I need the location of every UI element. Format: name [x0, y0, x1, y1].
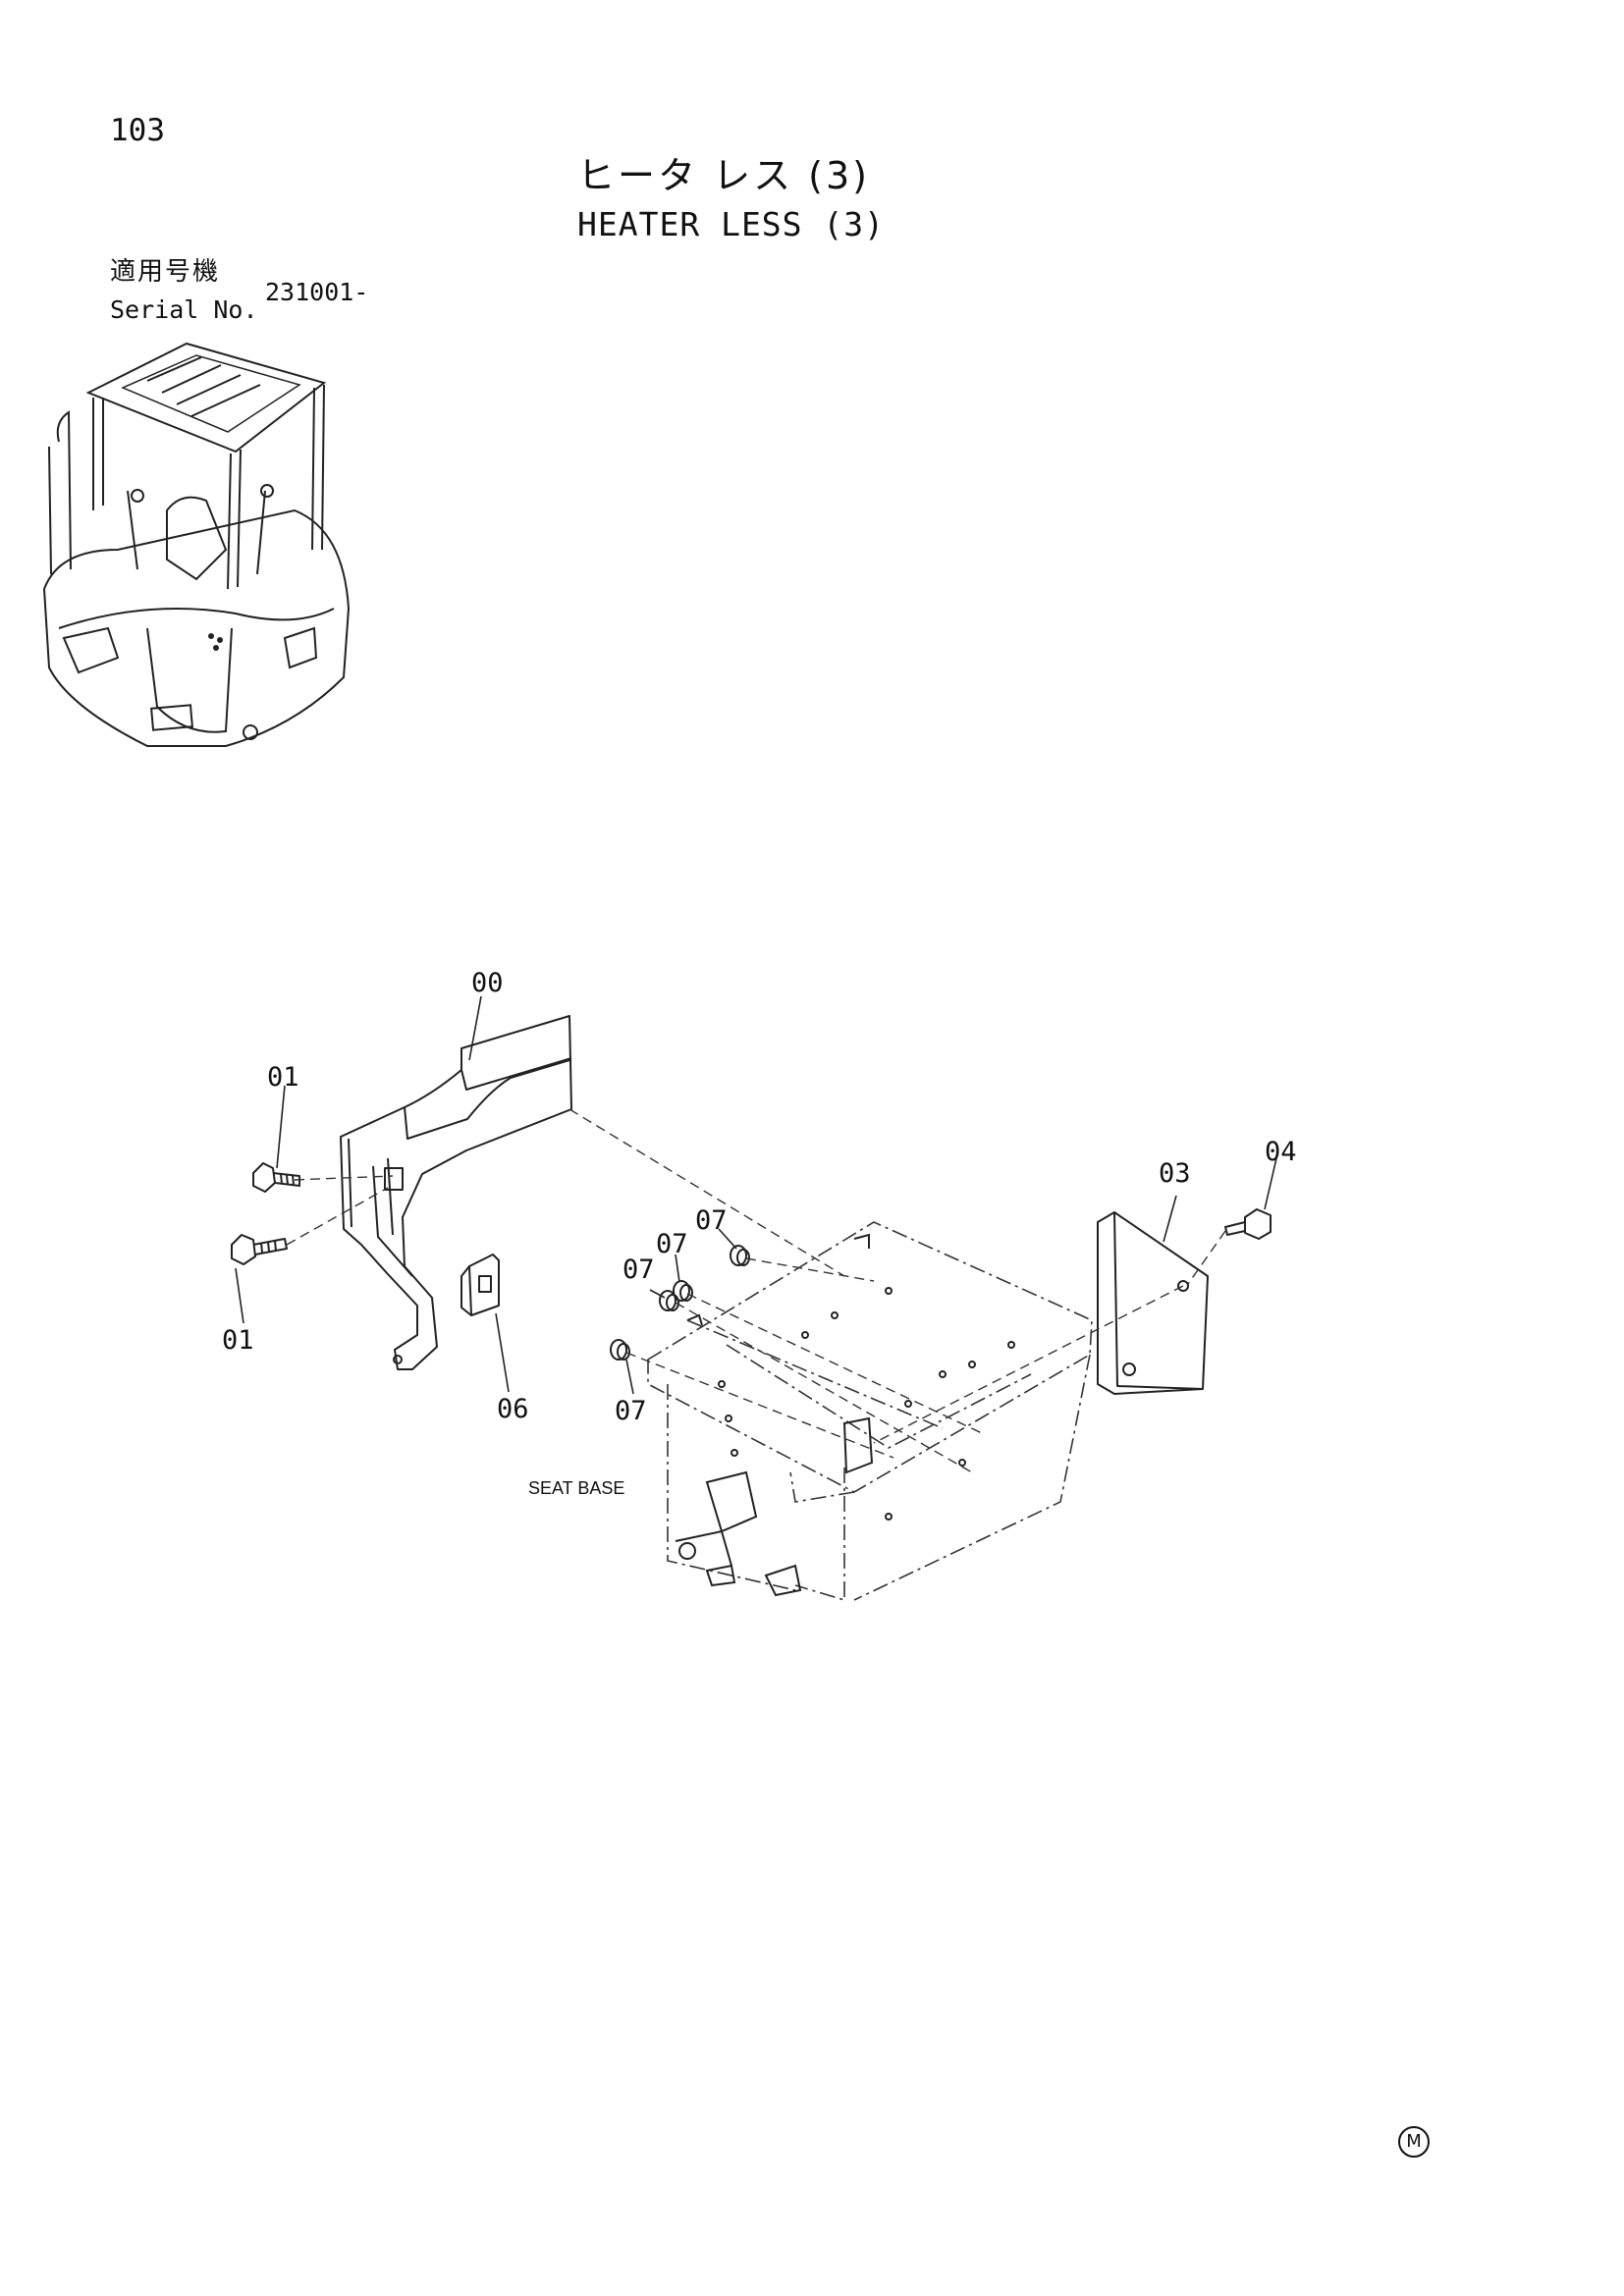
callout-01-lower: 01 [222, 1325, 254, 1356]
page-number: 103 [110, 113, 165, 148]
part-04-bolt [1224, 1208, 1272, 1240]
part-07-nuts [610, 1245, 750, 1361]
callout-03: 03 [1159, 1158, 1191, 1189]
leader-lines [235, 995, 1277, 1395]
callout-07-d: 07 [615, 1396, 647, 1426]
callout-04: 04 [1265, 1137, 1297, 1167]
part-06-clip [460, 1254, 500, 1316]
seat-base-phantom [647, 1221, 1093, 1602]
seat-base-label: SEAT BASE [528, 1478, 625, 1498]
callout-06: 06 [497, 1394, 529, 1424]
seat-base-solid-details [675, 1233, 1015, 1597]
serial-label-japanese: 適用号機 [110, 257, 221, 287]
part-00-duct-cover [340, 1015, 572, 1370]
part-03-plate [1097, 1211, 1209, 1395]
callout-07-a: 07 [695, 1205, 728, 1236]
serial-number-value: 231001- [265, 278, 369, 306]
serial-label-english: Serial No. [110, 295, 258, 324]
part-01-bolt-lower [231, 1234, 288, 1265]
callout-07-b: 07 [656, 1229, 688, 1259]
page-title-japanese: ヒータ レス (3) [577, 154, 870, 197]
page-title-english: HEATER LESS (3) [577, 205, 886, 243]
assembly-lines [286, 1108, 1226, 1473]
maker-mark-icon: M [1398, 2126, 1430, 2158]
callout-01-upper: 01 [267, 1062, 299, 1093]
callout-07-c: 07 [623, 1255, 655, 1285]
part-01-bolt-upper [252, 1162, 300, 1193]
callout-00: 00 [471, 968, 504, 998]
